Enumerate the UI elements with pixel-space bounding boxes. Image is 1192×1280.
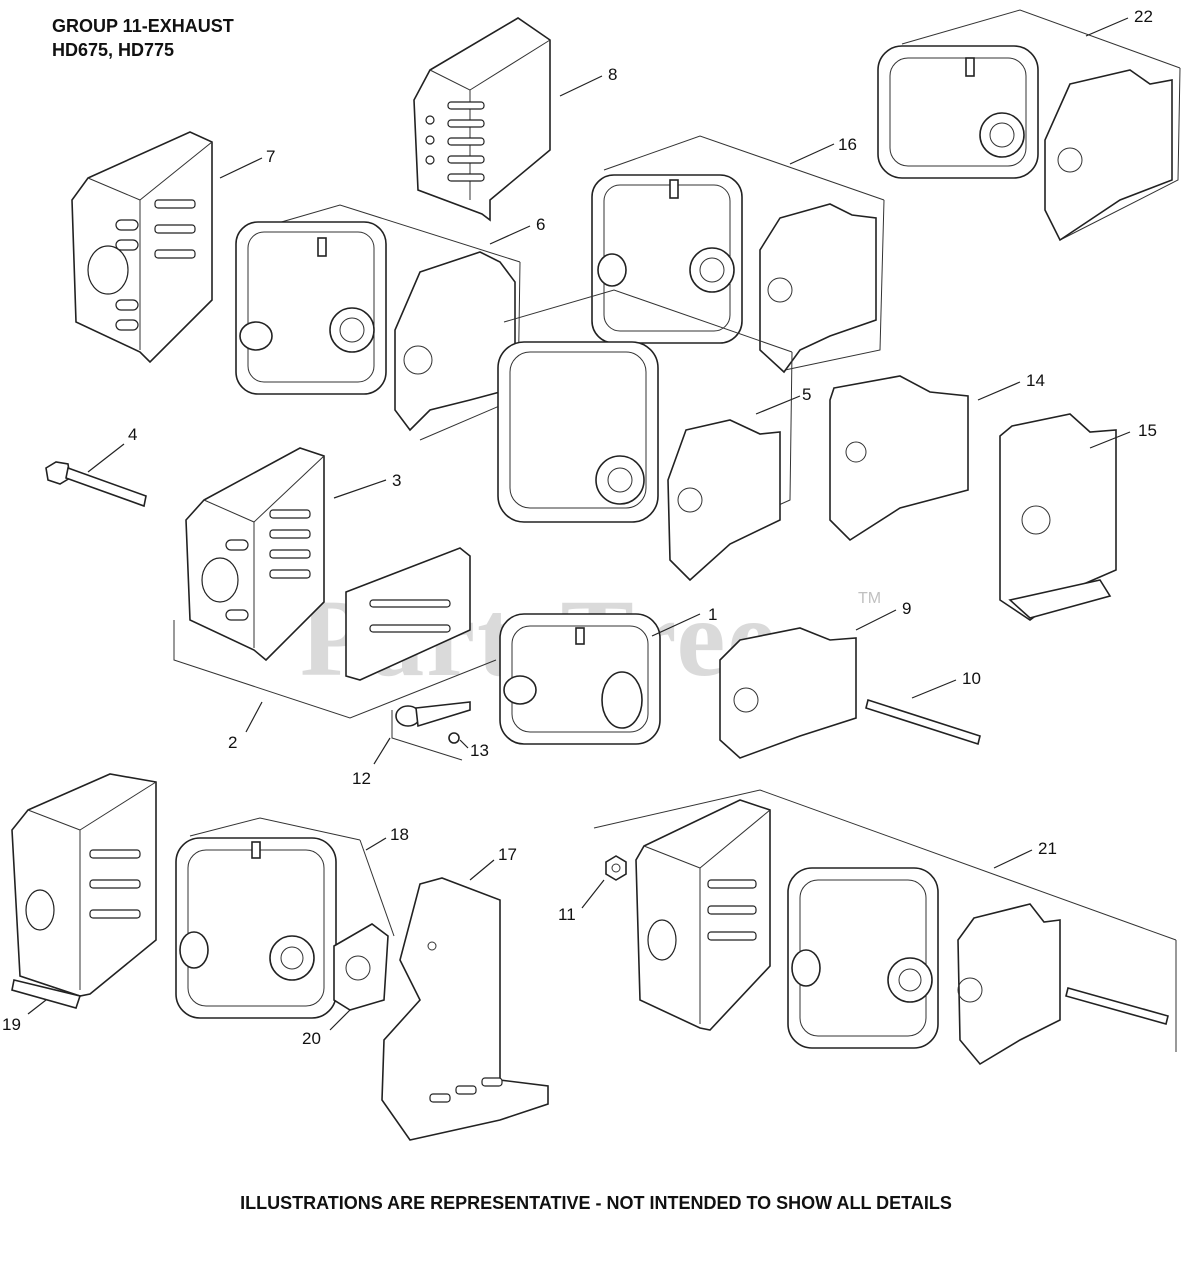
callout-2: 2 xyxy=(228,733,237,752)
part-8-heat-shield[interactable] xyxy=(413,17,551,222)
part-10-rod[interactable] xyxy=(865,698,981,746)
part-12-spark-arrestor[interactable] xyxy=(391,701,471,761)
callout-21: 21 xyxy=(1038,839,1057,858)
diagram-title: GROUP 11-EXHAUST HD675, HD775 xyxy=(52,14,234,62)
part-9-heat-plate[interactable] xyxy=(719,627,857,759)
callout-1: 1 xyxy=(708,605,717,624)
callout-10: 10 xyxy=(962,669,981,688)
callout-4: 4 xyxy=(128,425,137,444)
part-3-heat-shield[interactable] xyxy=(185,447,471,681)
part-4-bolt[interactable] xyxy=(45,461,147,508)
part-20-gasket[interactable] xyxy=(333,923,389,1011)
title-models: HD675, HD775 xyxy=(52,40,175,60)
part-5-muffler-assembly[interactable] xyxy=(497,289,793,582)
part-13-screw[interactable] xyxy=(448,732,460,744)
callout-15: 15 xyxy=(1138,421,1157,440)
callout-9: 9 xyxy=(902,599,911,618)
part-21-muffler-kit[interactable] xyxy=(593,789,1177,1066)
callout-8: 8 xyxy=(608,65,617,84)
callout-12: 12 xyxy=(352,769,371,788)
part-11-nut[interactable] xyxy=(605,855,627,881)
callout-7: 7 xyxy=(266,147,275,166)
part-16-muffler-assembly[interactable] xyxy=(591,135,885,374)
callout-17: 17 xyxy=(498,845,517,864)
leader-lines xyxy=(27,17,1131,1031)
callout-13: 13 xyxy=(470,741,489,760)
callout-5: 5 xyxy=(802,385,811,404)
part-18-muffler-assembly[interactable] xyxy=(175,817,395,1019)
part-19-heat-shield[interactable] xyxy=(11,773,157,1009)
callout-19: 19 xyxy=(2,1015,21,1034)
part-17-deflector[interactable] xyxy=(381,877,549,1141)
part-14-heat-plate[interactable] xyxy=(829,375,969,542)
callout-20: 20 xyxy=(302,1029,321,1048)
part-22-muffler-assembly[interactable] xyxy=(877,9,1181,242)
callout-22: 22 xyxy=(1134,7,1153,26)
callout-3: 3 xyxy=(392,471,401,490)
callout-6: 6 xyxy=(536,215,545,234)
callout-18: 18 xyxy=(390,825,409,844)
watermark-trademark: TM xyxy=(858,590,882,607)
part-6-muffler-assembly[interactable] xyxy=(235,204,521,441)
part-1-muffler[interactable] xyxy=(499,613,661,745)
callout-numbers: 22 8 16 7 6 5 14 4 15 3 9 1 10 2 13 12 1… xyxy=(2,7,1157,1048)
part-15-heat-plate[interactable] xyxy=(999,413,1117,621)
callout-16: 16 xyxy=(838,135,857,154)
callout-11: 11 xyxy=(558,905,576,924)
title-group: GROUP 11-EXHAUST xyxy=(52,16,234,36)
part-2-shield-kit-outline xyxy=(173,620,497,719)
callout-14: 14 xyxy=(1026,371,1045,390)
disclaimer-footer: ILLUSTRATIONS ARE REPRESENTATIVE - NOT I… xyxy=(240,1193,952,1213)
part-7-heat-shield[interactable] xyxy=(71,131,213,364)
